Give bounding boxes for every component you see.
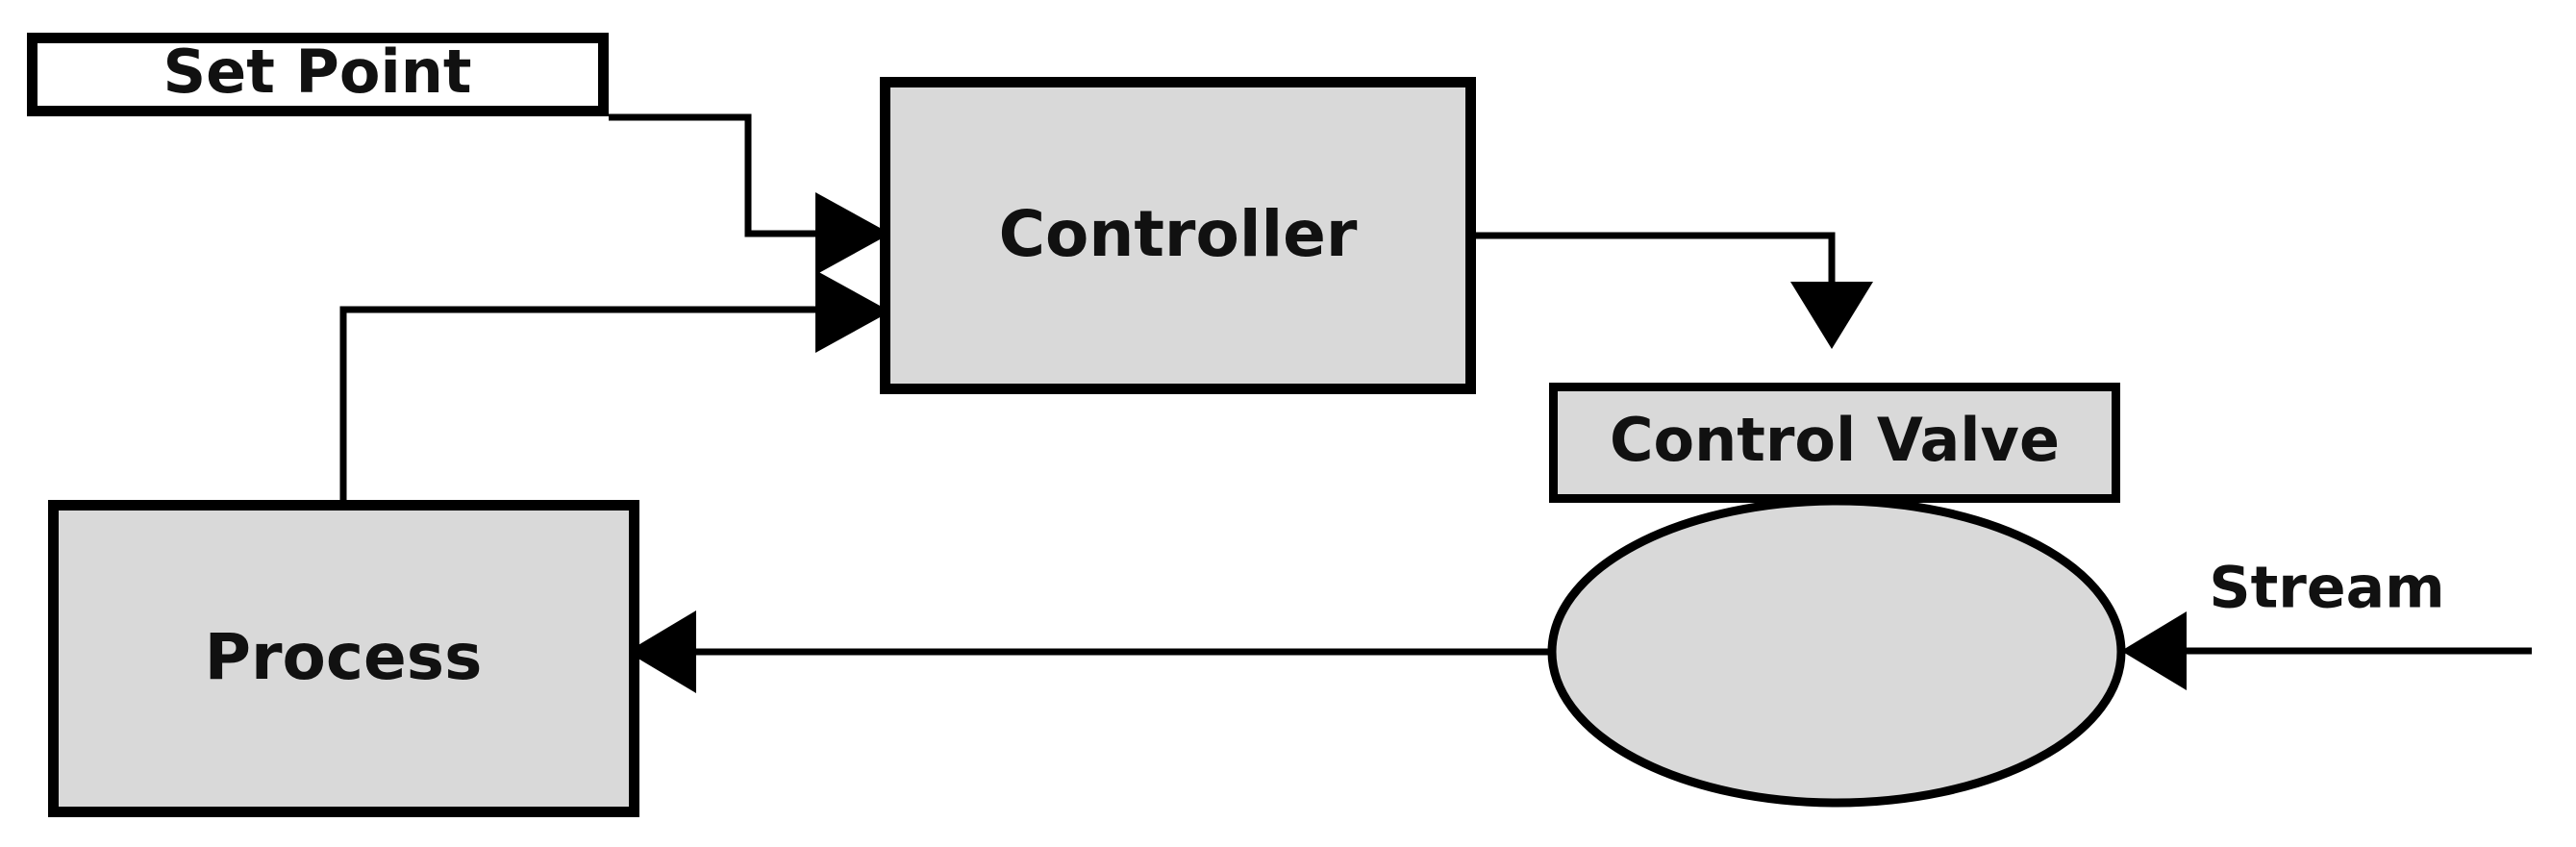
connector-control-valve-to-process[interactable] bbox=[627, 610, 1550, 693]
connector-controller-to-control-valve[interactable] bbox=[1476, 232, 1873, 349]
connector-setpoint-to-controller[interactable] bbox=[609, 113, 890, 275]
process-box bbox=[48, 500, 639, 817]
set-point-box bbox=[27, 33, 609, 116]
arrow-head-right-setpoint bbox=[815, 192, 890, 275]
setpoint-to-controller-line bbox=[609, 113, 819, 237]
node-control-valve[interactable]: Control Valve bbox=[1547, 383, 2126, 808]
controller-output-line bbox=[1476, 232, 1836, 288]
process-label: Process bbox=[205, 620, 483, 694]
arrow-head-left-process bbox=[627, 610, 696, 693]
node-stream: Stream bbox=[2209, 555, 2444, 622]
control-valve-label: Control Valve bbox=[1610, 405, 2060, 475]
control-valve-label-plate bbox=[1549, 383, 2120, 503]
arrow-head-left-valve bbox=[2121, 611, 2187, 690]
stream-label: Stream bbox=[2209, 555, 2444, 622]
controller-label: Controller bbox=[999, 197, 1358, 271]
control-valve-body bbox=[1547, 496, 2126, 808]
connector-process-feedback-to-controller[interactable] bbox=[339, 270, 890, 501]
connector-stream-to-control-valve[interactable] bbox=[2121, 611, 2532, 690]
set-point-label: Set Point bbox=[163, 37, 472, 107]
node-controller[interactable]: Controller bbox=[880, 77, 1476, 394]
node-process[interactable]: Process bbox=[48, 500, 639, 817]
arrow-head-down-valve bbox=[1790, 282, 1873, 349]
process-feedback-line bbox=[339, 306, 819, 501]
arrow-head-right-feedback bbox=[815, 270, 890, 353]
controller-box bbox=[880, 77, 1476, 394]
node-set-point[interactable]: Set Point bbox=[27, 33, 609, 116]
